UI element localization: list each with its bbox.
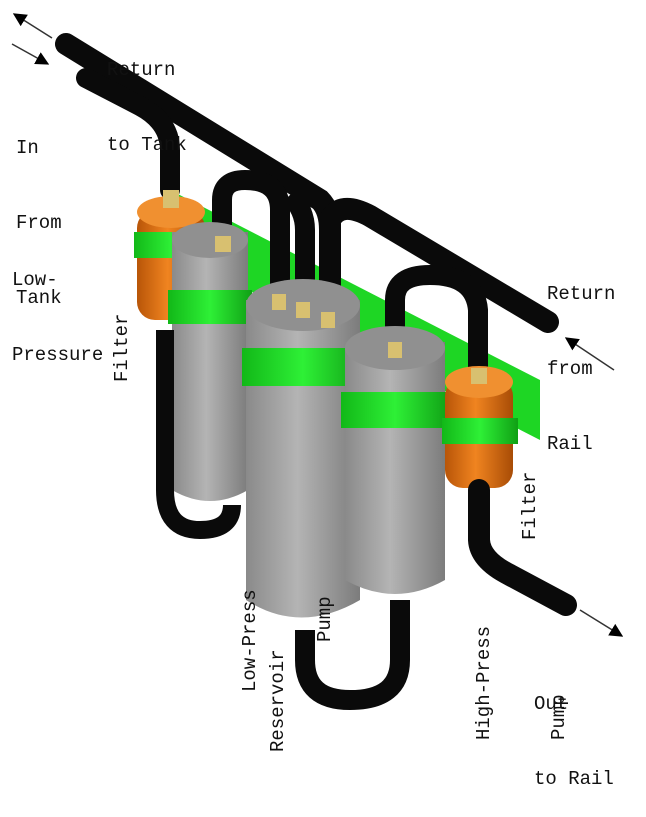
hose-hp-pump-to-filter xyxy=(385,264,488,375)
label-return-from-rail: Return from Rail xyxy=(547,232,615,482)
fuel-system-diagram xyxy=(11,13,624,711)
label-line: Pump xyxy=(548,694,570,740)
hose-low-press-loop xyxy=(156,330,241,540)
label-line: Low- xyxy=(12,269,58,291)
label-line: High-Press xyxy=(473,625,495,740)
label-high-pressure-filter: Filter xyxy=(519,471,541,540)
label-reservoir: Reservoir xyxy=(267,649,289,752)
hose-pump-to-reservoir xyxy=(212,169,290,290)
label-line: Rail xyxy=(547,433,593,455)
high-pressure-filter xyxy=(442,366,518,488)
low-press-pump xyxy=(168,222,252,501)
label-in-from-tank: In From Tank xyxy=(16,86,62,336)
hose-reservoir-top xyxy=(282,187,315,290)
label-line: Return xyxy=(107,59,176,81)
label-line: from xyxy=(547,358,593,380)
label-return-to-tank: Return to Tank xyxy=(107,8,187,183)
label-line: From xyxy=(16,212,62,234)
label-line: Pressure xyxy=(12,344,104,366)
label-line: Pump xyxy=(314,596,336,642)
return-from-rail-arrow xyxy=(564,337,615,371)
in-from-tank-hose xyxy=(76,68,180,200)
out-to-rail-hose xyxy=(468,479,577,616)
return-to-tank-arrow xyxy=(12,13,53,39)
reservoir xyxy=(242,279,364,618)
label-line: In xyxy=(16,137,39,159)
label-low-pressure: Low- Pressure xyxy=(12,218,103,393)
label-line: Return xyxy=(547,283,616,305)
out-to-rail-arrow xyxy=(579,609,624,637)
label-line: to Tank xyxy=(107,134,187,156)
in-from-tank-arrow xyxy=(11,43,50,65)
high-press-pump xyxy=(341,326,449,594)
label-line: Low-Press xyxy=(239,589,261,692)
label-line: Out xyxy=(534,693,569,715)
label-high-press-pump: High-Press Pump xyxy=(422,626,597,740)
label-line: Tank xyxy=(16,287,62,309)
label-low-pressure-filter: Filter xyxy=(111,313,133,382)
return-from-rail-hose xyxy=(319,198,559,333)
hose-reservoir-to-hp-pump xyxy=(295,600,410,711)
label-line: to Rail xyxy=(534,768,614,790)
